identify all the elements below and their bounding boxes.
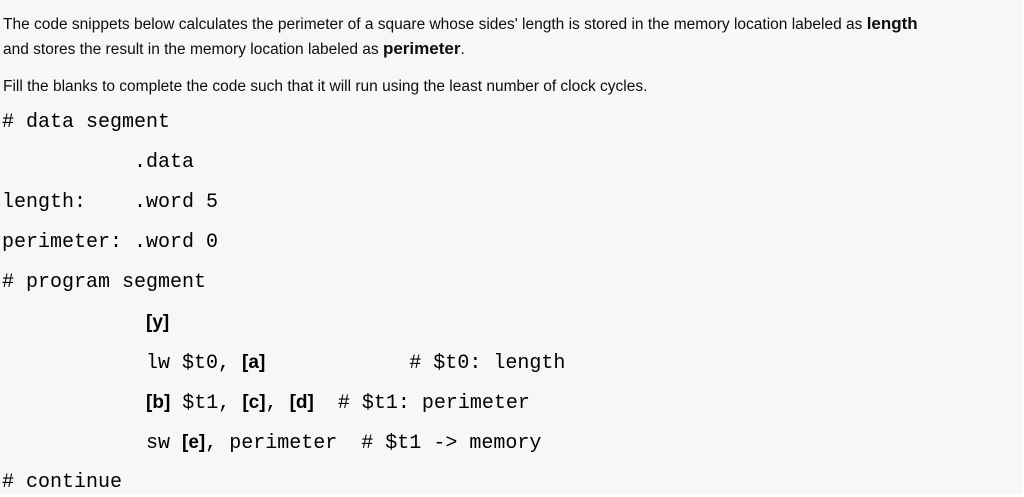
sw-comment: # $t1 -> memory — [337, 432, 542, 455]
code-line-operation: [b] $t1, [c], [d] # $t1: perimeter — [2, 383, 1022, 423]
prompt-line-2-text: and stores the result in the memory loca… — [3, 41, 383, 58]
fill-blanks-instruction: Fill the blanks to complete the code suc… — [3, 78, 648, 95]
code-line-sw: sw [e], perimeter # $t1 -> memory — [2, 423, 1022, 463]
code-line-data-segment-comment: # data segment — [2, 111, 171, 134]
code-indent — [2, 312, 146, 335]
label-length-bold: length — [866, 14, 918, 33]
code-line-perimeter-declaration: perimeter: .word 0 — [2, 231, 219, 254]
blank-e: [e] — [182, 432, 206, 453]
code-line-continue-comment: # continue — [2, 471, 123, 494]
op-separator: , — [265, 392, 290, 415]
code-line-lw: lw $t0, [a] # $t0: length — [2, 343, 1022, 383]
code-line-data-directive: .data — [2, 151, 195, 174]
code-line-program-segment-comment: # program segment — [2, 271, 207, 294]
code-line-length-declaration: length: .word 5 — [2, 191, 219, 214]
sw-instruction-text: sw — [2, 432, 183, 455]
op-operand1: $t1, — [170, 392, 243, 415]
blank-d: [d] — [289, 392, 314, 413]
lw-comment: # $t0: length — [265, 352, 566, 375]
blank-a: [a] — [242, 352, 266, 373]
blank-c: [c] — [242, 392, 266, 413]
prompt-line-1-text: The code snippets below calculates the p… — [3, 16, 867, 33]
sw-operand: , perimeter — [205, 432, 338, 455]
blank-y: [y] — [146, 312, 170, 333]
label-perimeter-bold: perimeter — [382, 39, 461, 58]
prompt-line-2-period: . — [460, 41, 465, 58]
op-comment: # $t1: perimeter — [313, 392, 530, 415]
question-prompt: The code snippets below calculates the p… — [0, 0, 1022, 62]
lw-instruction-text: lw $t0, — [2, 352, 243, 375]
code-snippet: # data segment .data length: .word 5 per… — [0, 103, 1022, 494]
prompt-line-1: The code snippets below calculates the p… — [3, 12, 1020, 37]
code-indent — [2, 392, 146, 415]
blank-b: [b] — [146, 392, 171, 413]
code-line-blank-y: [y] — [2, 303, 1022, 343]
prompt-line-2: and stores the result in the memory loca… — [3, 37, 1020, 62]
